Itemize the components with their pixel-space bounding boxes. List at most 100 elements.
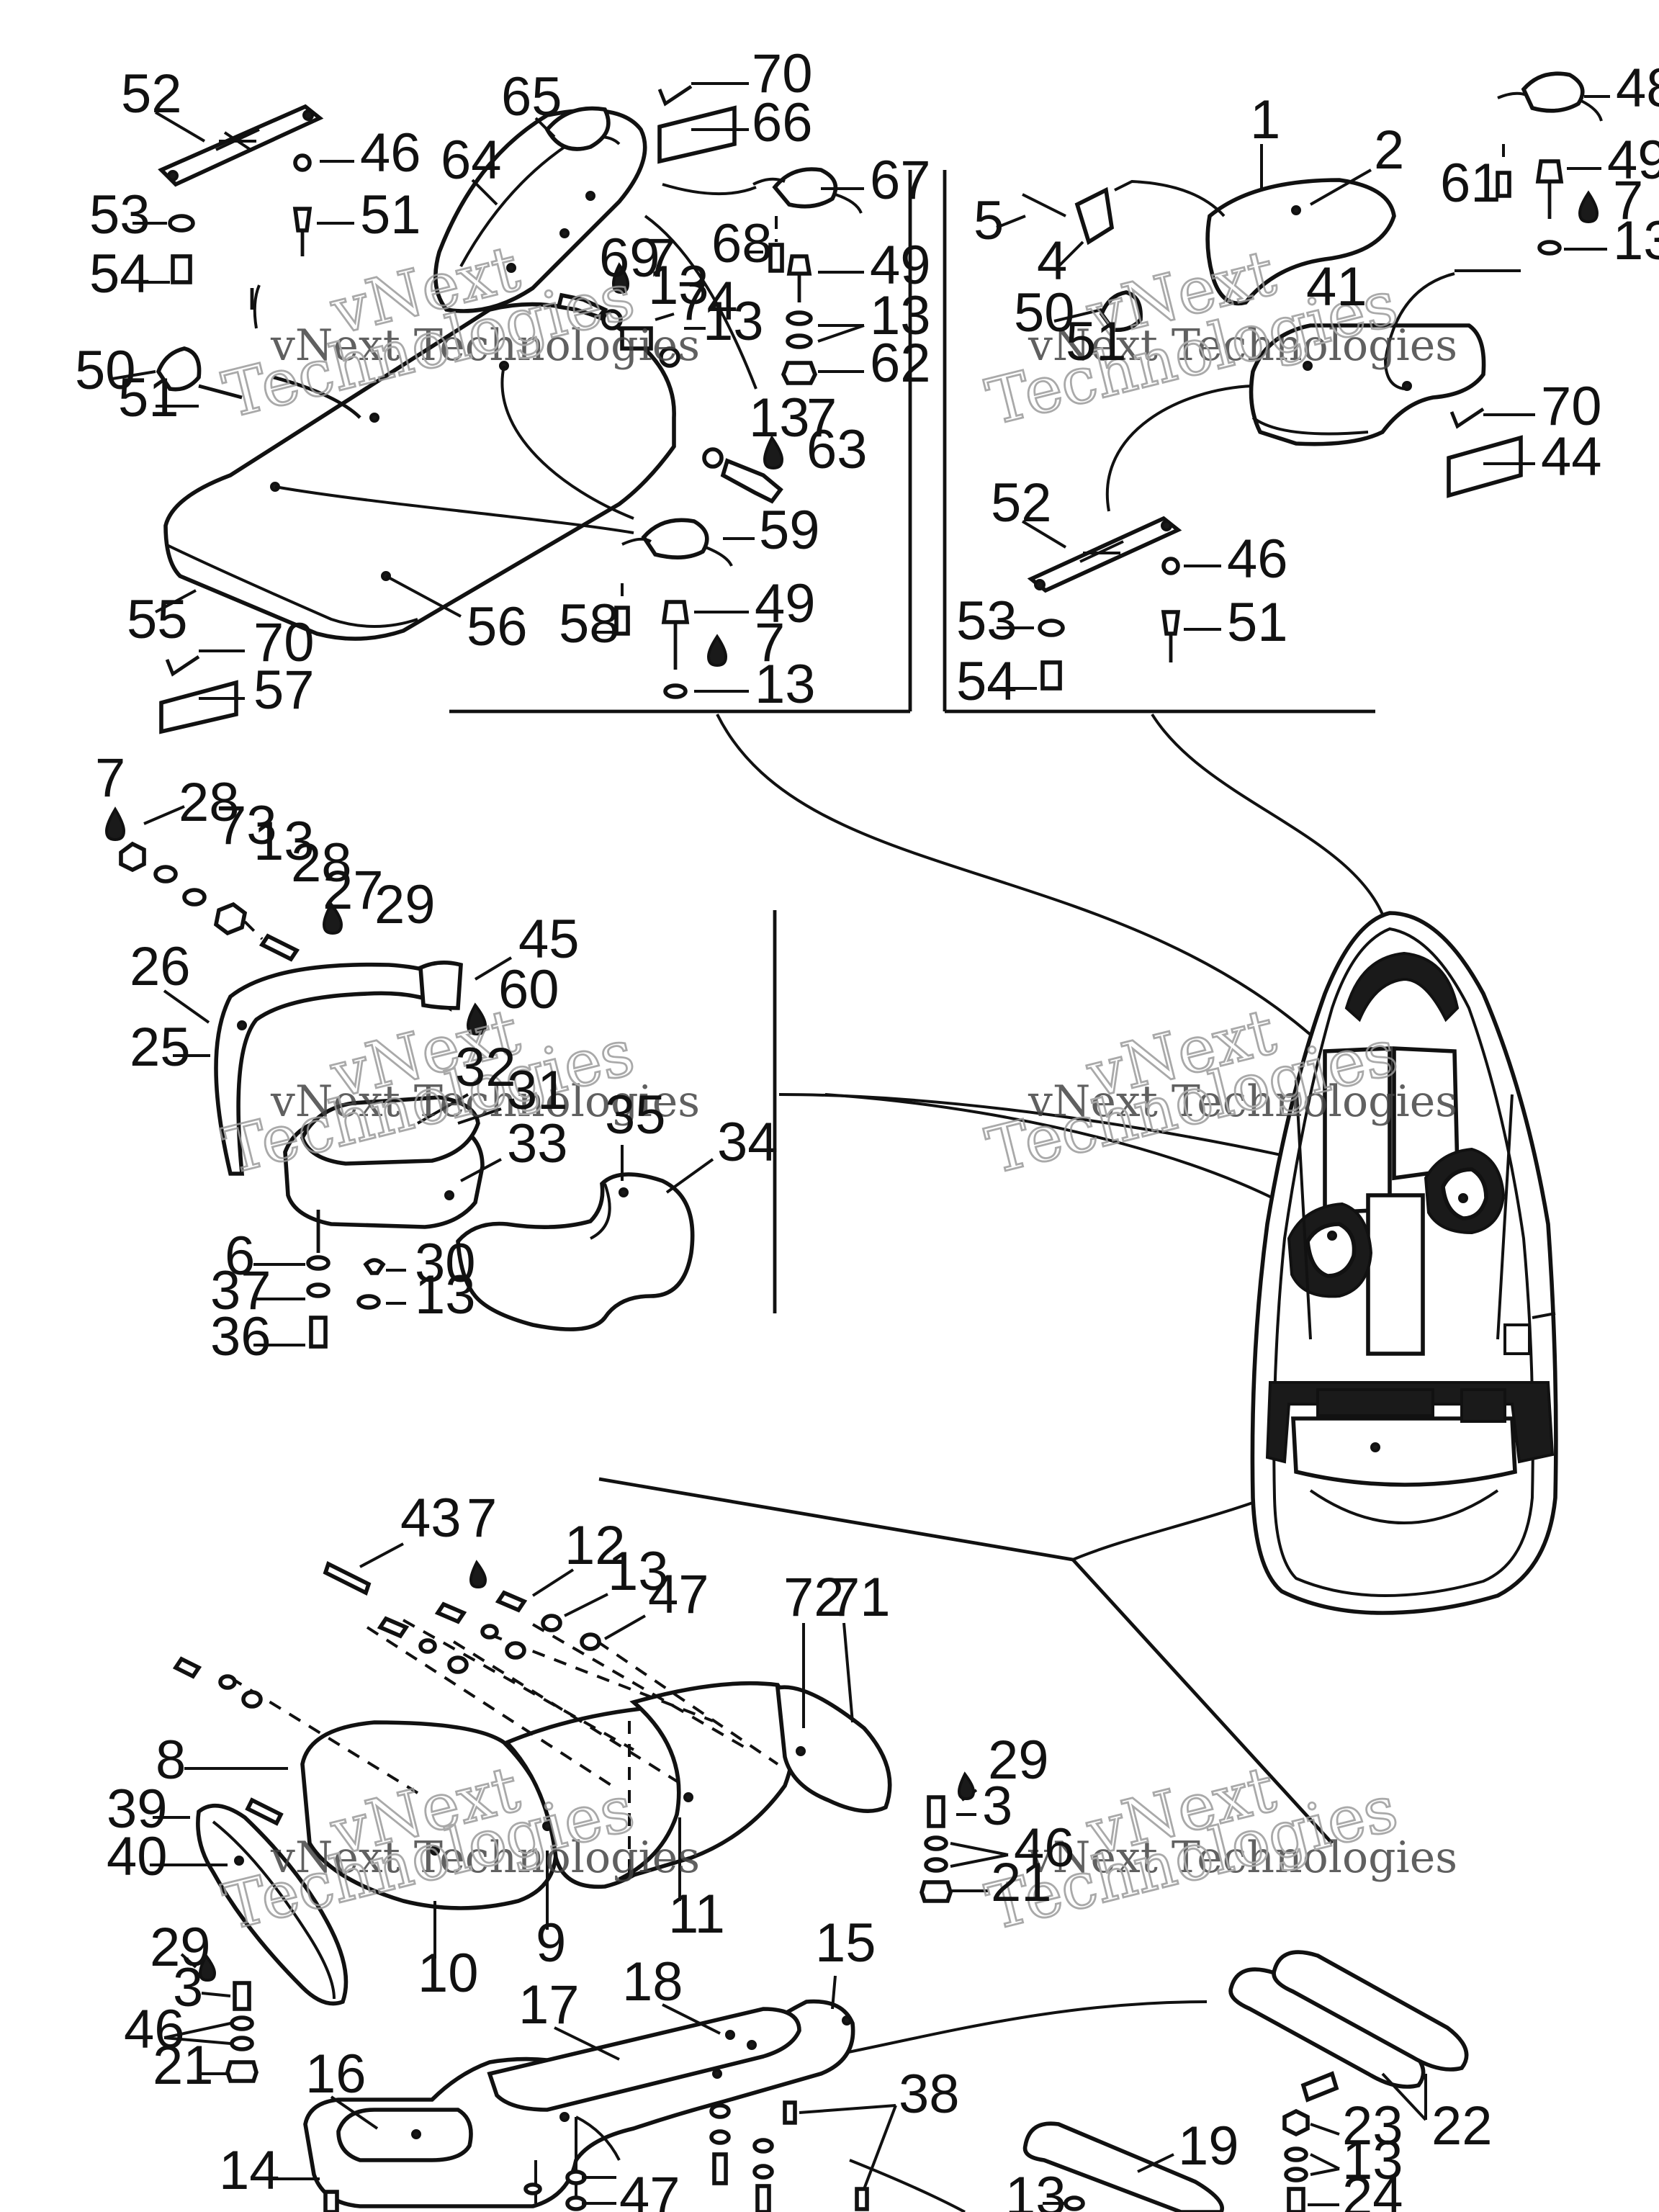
washer-46a [293,153,312,172]
callout-21: 21 [991,1852,1052,1913]
bolt-12 [495,1590,528,1613]
callout-52: 52 [991,472,1052,534]
stud-27 [258,933,300,962]
callout-73: 73 [216,795,277,856]
rear-cushion-17 [487,2007,801,2112]
callout-32: 32 [455,1037,516,1098]
callout-50: 50 [75,340,136,401]
callout-13: 13 [749,387,810,449]
callout-7: 7 [806,387,837,449]
cover-45 [418,961,463,1010]
callout-34: 34 [717,1112,778,1173]
callout-7: 7 [95,747,125,809]
drop-icon [611,262,630,295]
hull-top-view [1250,911,1558,1615]
callout-62: 62 [870,333,931,394]
callout-49: 49 [870,235,931,296]
callout-13: 13 [755,654,816,715]
callout-37: 37 [210,1260,271,1321]
watermark-text: vNext Technologies [270,1833,700,1883]
callout-13: 13 [870,285,931,346]
callout-59: 59 [759,500,820,561]
callout-31: 31 [507,1060,568,1121]
callout-36: 36 [210,1306,271,1367]
callout-56: 56 [467,596,528,657]
callout-53: 53 [89,184,150,246]
screw-24 [1287,2187,1305,2212]
side-panel-40 [196,1803,349,2006]
callout-6: 6 [225,1226,255,1287]
washer-73 [153,865,178,884]
drop-icon [469,1560,487,1589]
callout-5: 5 [974,190,1004,251]
cushion-34 [456,1172,695,1331]
rear-cushion-16 [336,2108,473,2162]
callout-54: 54 [89,243,150,305]
callout-69: 69 [599,228,660,289]
callout-67: 67 [870,150,931,211]
callout-2: 2 [1374,120,1404,181]
bucket-seat-assembly [119,841,695,1349]
callout-8: 8 [156,1730,186,1791]
callout-46: 46 [360,122,421,184]
callout-28: 28 [291,832,352,894]
nut-28a [119,841,146,873]
callout-51: 51 [118,367,179,428]
callout-45: 45 [518,909,580,970]
drop-icon [957,1771,976,1801]
callout-14: 14 [219,2140,280,2201]
leader-lines [112,82,1610,2206]
screw-58 [614,606,630,636]
callout-68: 68 [711,213,773,274]
callout-23: 23 [1342,2095,1403,2157]
callout-9: 9 [536,1912,566,1974]
callout-64: 64 [441,130,502,191]
stud-49b [661,600,690,624]
callout-50: 50 [1014,282,1075,343]
bumper-50b [1099,290,1143,333]
callout-26: 26 [130,936,191,997]
panel-frames [449,170,1375,1845]
seat-backrest-assembly [156,85,863,734]
callout-54: 54 [956,651,1017,712]
seat-rear-11 [618,1681,796,1881]
callout-24: 24 [1342,2166,1403,2212]
rivet-43 [323,1561,372,1596]
callout-43: 43 [400,1488,462,1549]
callout-38: 38 [899,2064,960,2125]
bolt-54a [171,254,192,284]
strap-22a [1228,1967,1426,2089]
strap-19 [1022,2121,1224,2212]
bolt-69 [556,292,608,320]
stud-3a [927,1795,945,1828]
callout-13: 13 [648,255,709,316]
callout-49: 49 [755,573,816,634]
watermark-text: vNext Technologies [1028,1833,1457,1883]
callout-13: 13 [1342,2130,1403,2191]
backrest-pad-65 [544,106,611,151]
bumper-50a [156,346,202,392]
drop-icon [198,1953,217,1982]
screw-61 [1496,171,1511,198]
drop-icon [322,902,343,935]
callout-12: 12 [565,1515,626,1576]
part-callouts: 52 65 64 70 66 46 53 51 54 67 69 7 68 49… [75,43,1659,2212]
rivet-30 [363,1258,386,1275]
watermark-text: vNext Technologies [1028,1076,1457,1127]
pin-63 [720,458,783,504]
callout-11: 11 [668,1884,725,1945]
callout-15: 15 [815,1912,876,1974]
callout-13: 13 [1005,2166,1066,2212]
callout-70: 70 [752,43,813,104]
seat-cushion [163,302,676,641]
callout-58: 58 [559,593,620,655]
callout-53: 53 [956,590,1017,652]
small-seat-assembly [1022,71,1603,691]
cushion-2 [1205,178,1396,306]
bolt-36 [309,1316,328,1349]
callout-10: 10 [418,1943,479,2004]
callout-22: 22 [1431,2095,1493,2157]
callout-7: 7 [755,612,785,673]
callout-71: 71 [830,1567,891,1628]
callout-57: 57 [253,660,315,721]
